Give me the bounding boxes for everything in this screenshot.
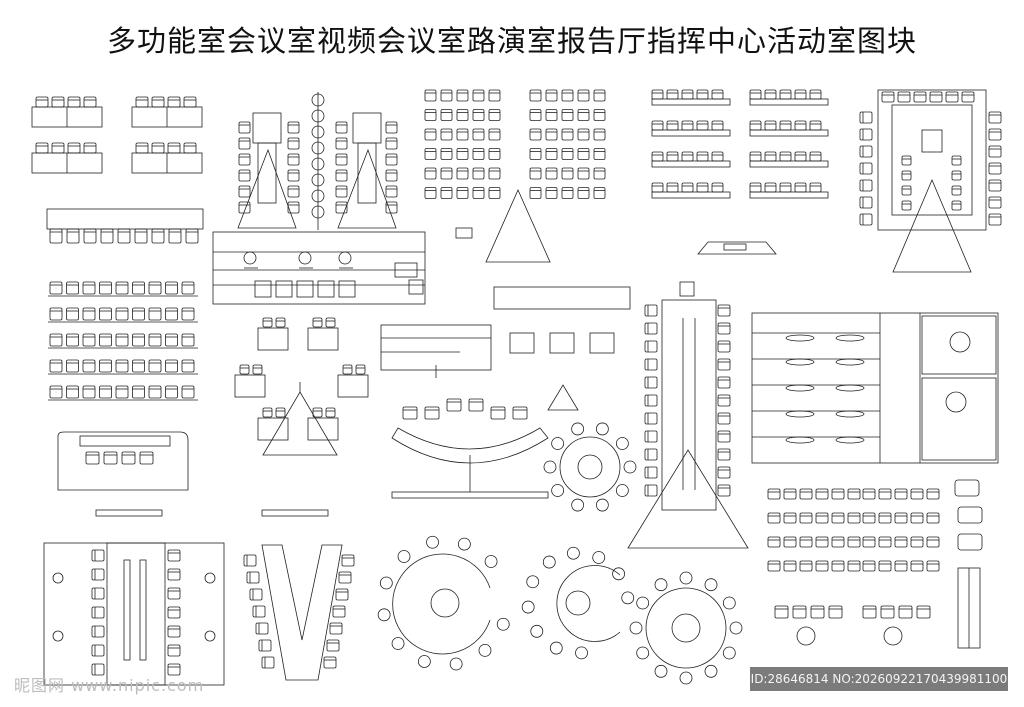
- round-meeting-table-bottom: [629, 571, 743, 685]
- classroom-seating-left: [48, 281, 198, 401]
- v-shape-table: [243, 509, 355, 681]
- u-shape-meeting-room: [859, 89, 1002, 273]
- dna-display-column: [311, 92, 325, 230]
- desk-cluster-group: [31, 96, 203, 174]
- video-conference-right: [335, 112, 398, 229]
- auditorium-seating-center: [424, 89, 606, 263]
- command-center-desk: [391, 384, 579, 499]
- lectern-platform: [697, 241, 777, 255]
- classroom-seating-right: [767, 479, 983, 649]
- page-title: 多功能室会议室视频会议室路演室报告厅指挥中心活动室图块: [106, 24, 917, 58]
- c-shape-table-small: [521, 546, 635, 660]
- activity-room-tables: [751, 312, 999, 464]
- reception-counter: [57, 431, 189, 491]
- round-conference-table: [543, 422, 637, 512]
- presentation-booth: [380, 286, 631, 378]
- image-id-bar: ID:28646814 NO:20260922170439981100: [750, 667, 1008, 691]
- roadshow-stage: [212, 231, 426, 305]
- long-boardroom-table: [627, 281, 749, 549]
- bench-row: [46, 208, 204, 244]
- executive-meeting-room: [43, 509, 225, 686]
- pentagon-meeting-layout: [234, 317, 369, 456]
- video-conference-left: [237, 112, 300, 229]
- training-room-grid: [651, 89, 829, 199]
- c-shape-table-large: [377, 535, 510, 671]
- watermark-logo: 昵图网 www.nipic.com: [14, 676, 205, 695]
